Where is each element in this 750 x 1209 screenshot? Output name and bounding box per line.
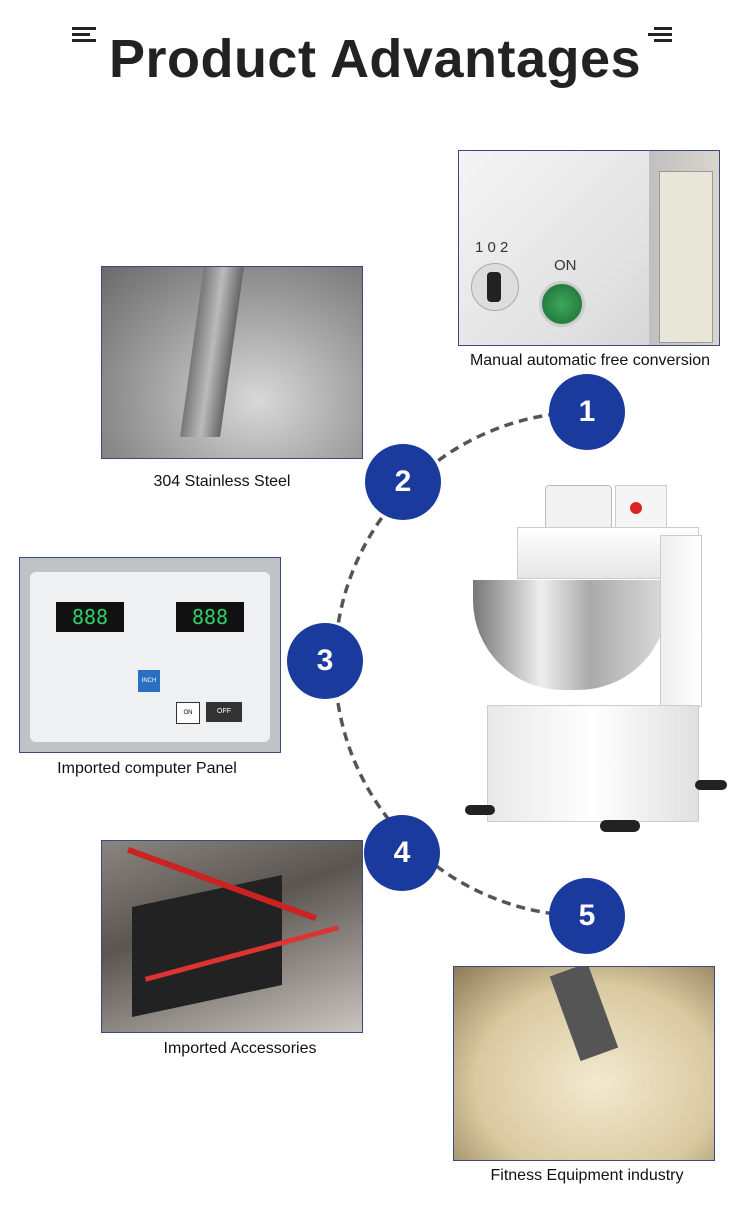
badge-5: 5 bbox=[549, 878, 625, 954]
feature-photo-accessories bbox=[101, 840, 363, 1033]
feature-caption-5: Fitness Equipment industry bbox=[490, 1167, 684, 1184]
feature-photo-dough bbox=[453, 966, 715, 1161]
menu-lines-icon bbox=[72, 27, 96, 45]
badge-4: 4 bbox=[364, 815, 440, 891]
badge-2: 2 bbox=[365, 444, 441, 520]
menu-lines-icon bbox=[648, 27, 672, 45]
feature-photo-panel: 888 888 INCH ON OFF bbox=[19, 557, 281, 753]
feature-photo-conversion: 1 0 2 ON bbox=[458, 150, 720, 346]
feature-caption-4: Imported Accessories bbox=[163, 1040, 317, 1057]
feature-caption-1: Manual automatic free conversion bbox=[469, 352, 711, 369]
page-title: Product Advantages bbox=[108, 29, 642, 89]
badge-1: 1 bbox=[549, 374, 625, 450]
spiral-mixer-image bbox=[465, 480, 730, 835]
feature-caption-2: 304 Stainless Steel bbox=[153, 473, 291, 490]
badge-3: 3 bbox=[287, 623, 363, 699]
feature-photo-stainless bbox=[101, 266, 363, 459]
on-button-icon bbox=[539, 281, 585, 327]
mode-switch-knob bbox=[471, 263, 519, 311]
feature-caption-3: Imported computer Panel bbox=[57, 760, 237, 777]
